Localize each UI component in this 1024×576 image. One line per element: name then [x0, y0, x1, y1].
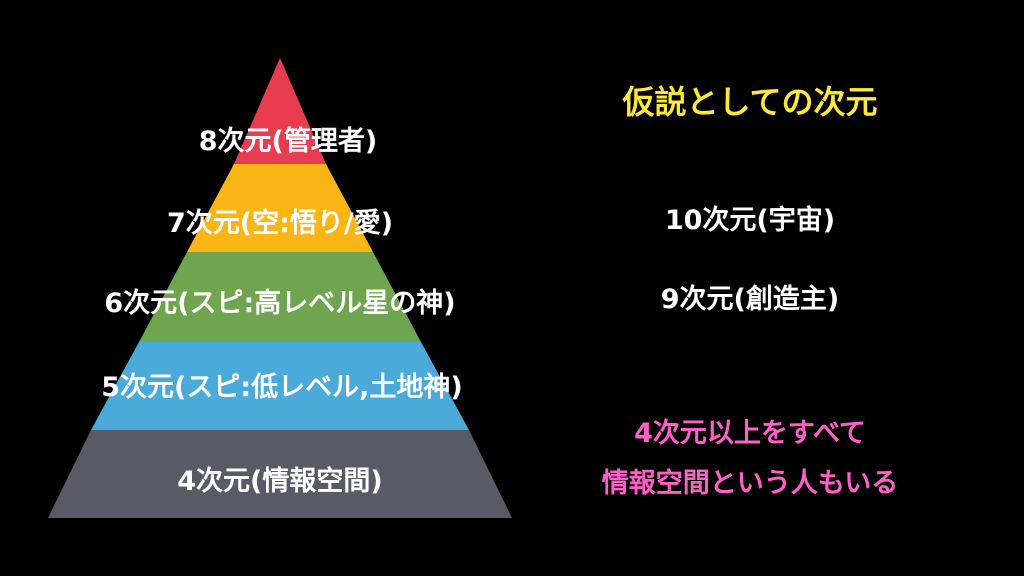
layer-label-4: 4次元(情報空間): [177, 465, 382, 497]
dimension-9-label: 9次元(創造主): [660, 284, 840, 315]
pyramid-layer-4: [48, 430, 512, 518]
layer-label-6: 6次元(スピ:高レベル星の神): [104, 287, 455, 319]
pyramid-layer-6: [139, 252, 421, 342]
pyramid-layer-7: [187, 164, 373, 252]
layer-label-5: 5次元(スピ:低レベル,土地神): [101, 372, 463, 403]
hypothesis-title: 仮説としての次元: [622, 83, 878, 121]
note-line-2: 情報空間という人もいる: [601, 468, 899, 499]
note-line-1: 4次元以上をすべて: [634, 418, 866, 449]
layer-label-7: 7次元(空:悟り/愛): [167, 207, 393, 239]
dimension-10-label: 10次元(宇宙): [664, 205, 836, 236]
layer-label-8: 8次元(管理者): [199, 126, 377, 157]
pyramid-layer-5: [91, 342, 469, 430]
pyramid-layer-8: [234, 58, 326, 164]
